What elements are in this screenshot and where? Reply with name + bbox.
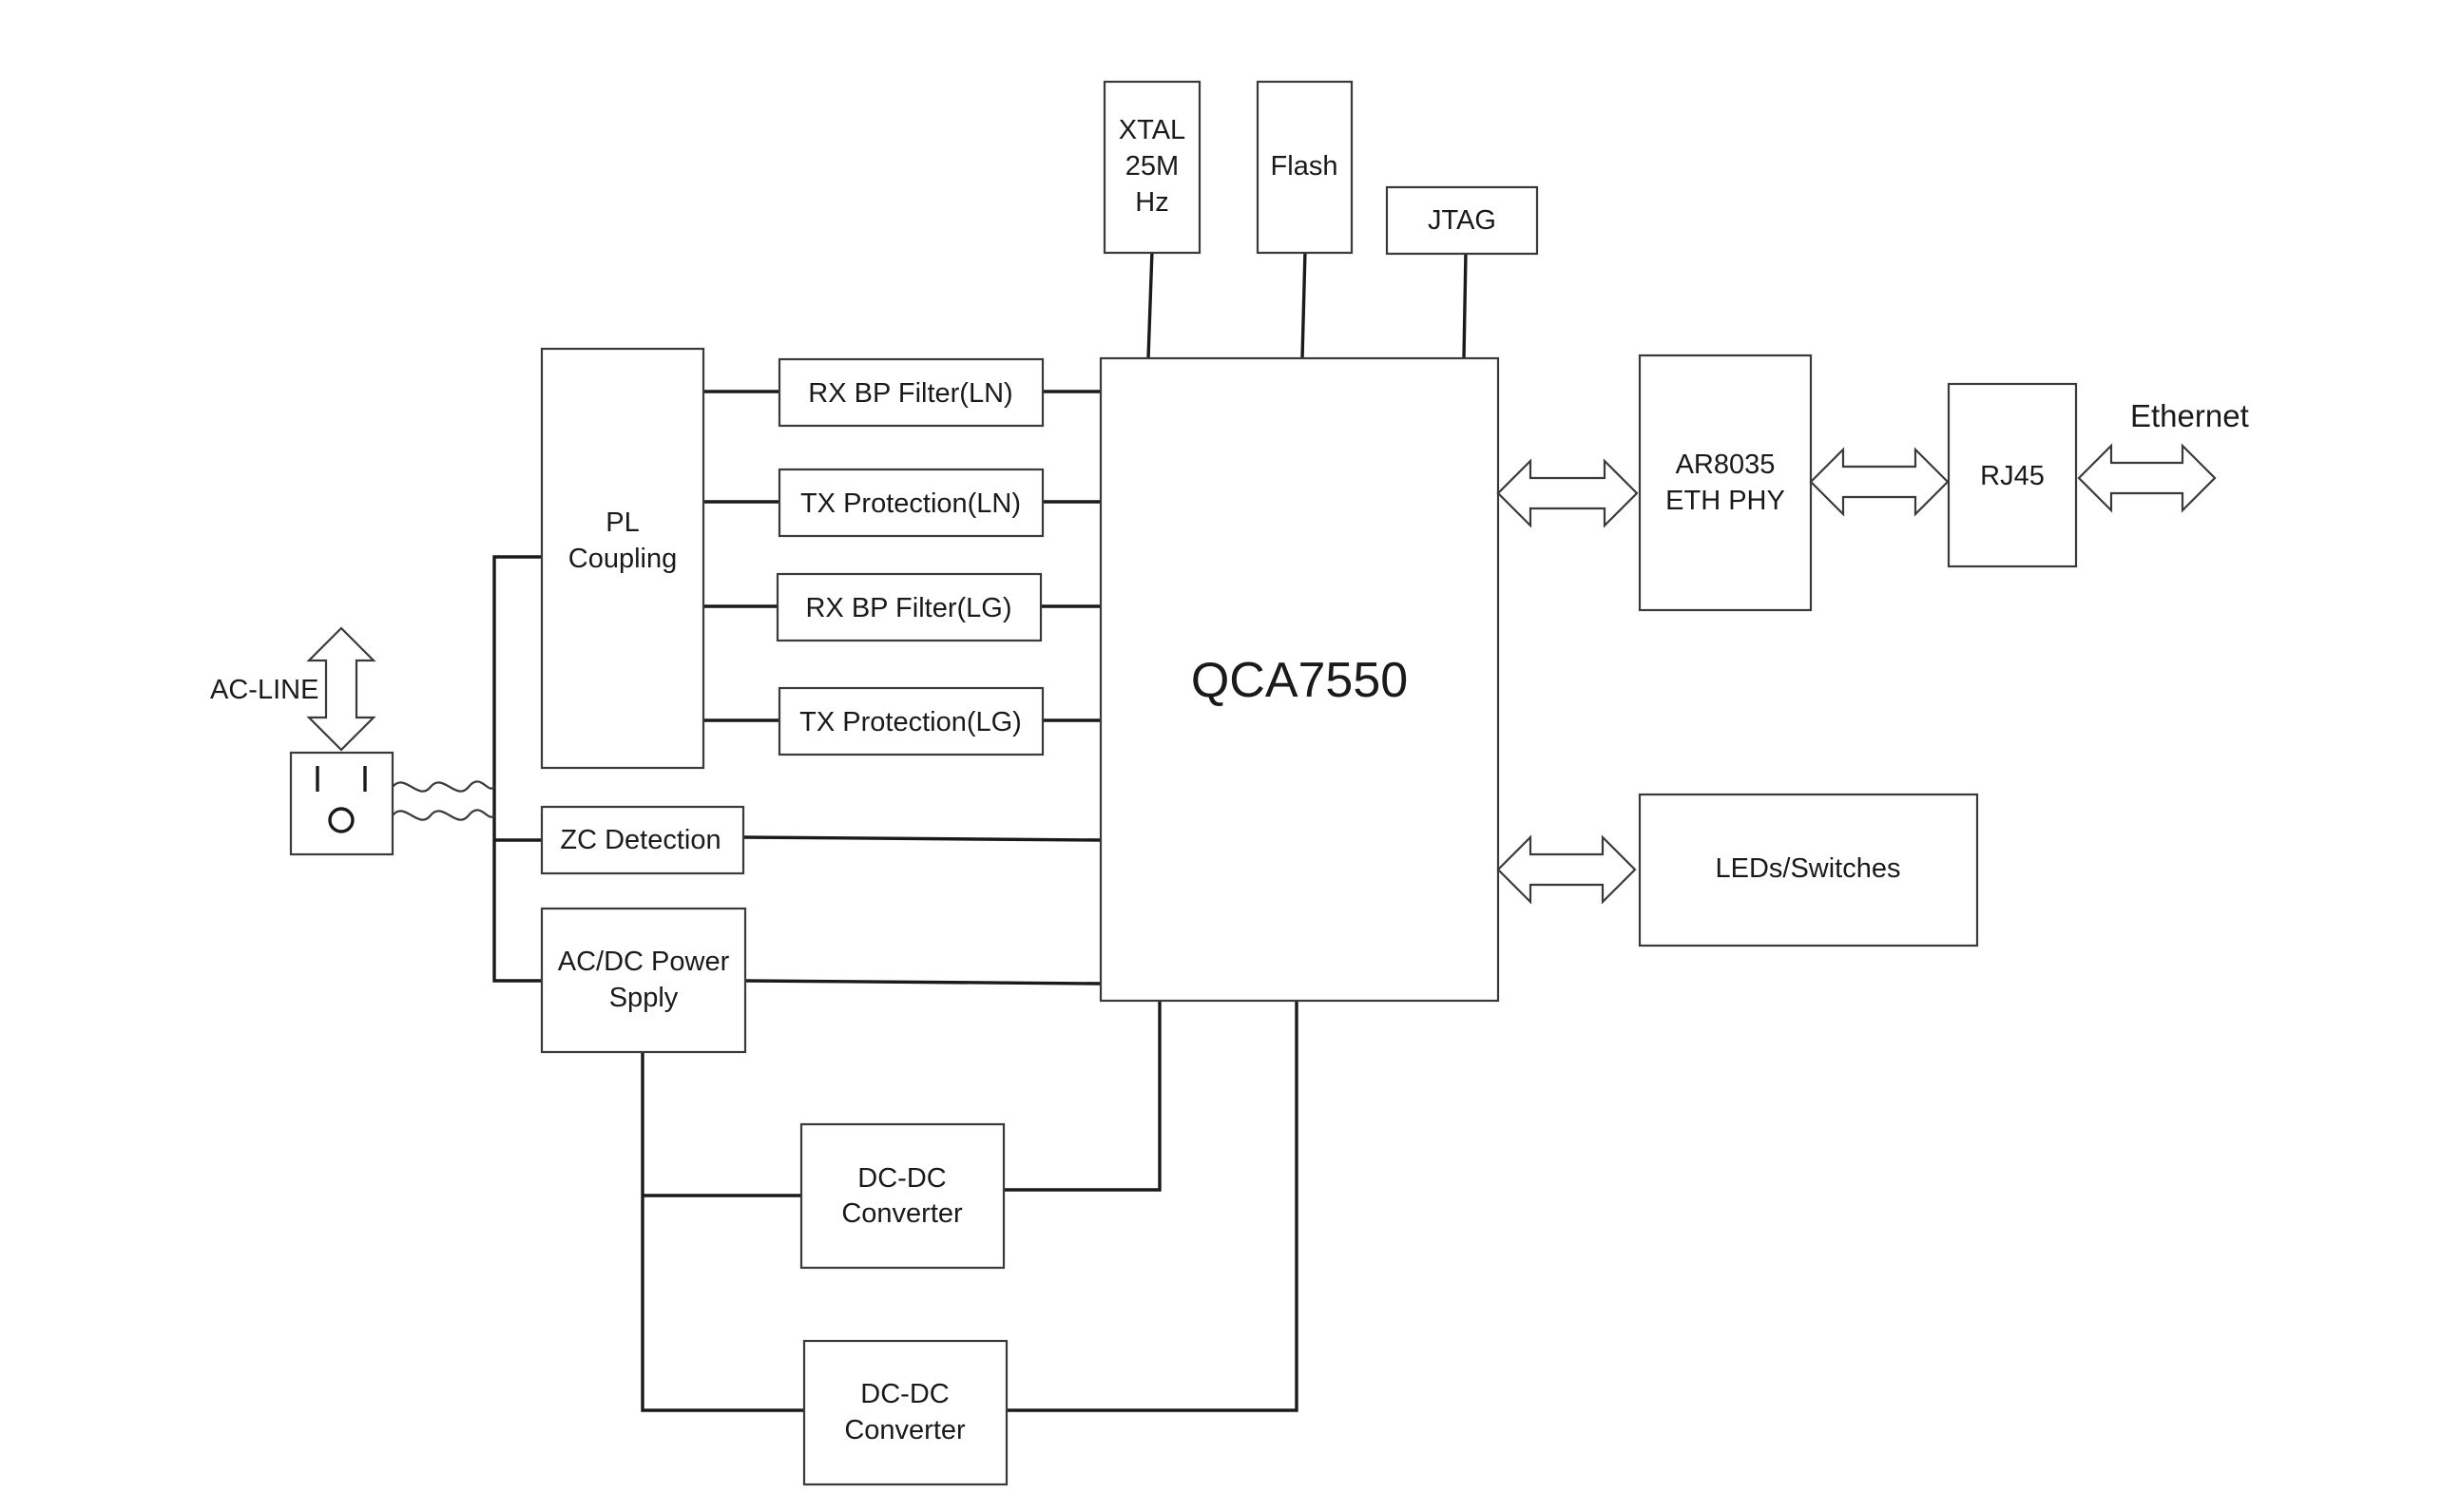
pl-coupling-label-2: Coupling xyxy=(568,544,677,574)
qca-leds-double-arrow xyxy=(1496,834,1637,905)
acdc-label-2: Spply xyxy=(609,983,679,1013)
dcdc-converter-2-block: DC-DC Converter xyxy=(802,1339,1009,1486)
pl-coupling-block: PL Coupling xyxy=(540,347,705,770)
flash-block: Flash xyxy=(1256,80,1354,255)
zc-detection-label: ZC Detection xyxy=(560,825,721,855)
xtal-label-2: 25M xyxy=(1125,151,1179,182)
connections xyxy=(492,249,1468,1412)
wire-dcdc1-qca xyxy=(1004,1000,1162,1192)
tx-protection-ln-block: TX Protection(LN) xyxy=(778,468,1045,538)
wire-xtal-qca xyxy=(1146,249,1154,359)
dcdc2-label-2: Converter xyxy=(844,1415,966,1445)
rj45-block: RJ45 xyxy=(1947,382,2078,568)
rj45-label: RJ45 xyxy=(1980,461,2045,491)
dcdc2-label-1: DC-DC xyxy=(860,1379,949,1409)
tx-protection-lg-label: TX Protection(LG) xyxy=(799,707,1022,737)
dcdc1-label-2: Converter xyxy=(841,1198,963,1229)
pl-coupling-label-1: PL xyxy=(606,507,639,538)
ar8035-label-2: ETH PHY xyxy=(1665,486,1785,516)
tx-protection-ln-label: TX Protection(LN) xyxy=(800,488,1021,519)
xtal-label-1: XTAL xyxy=(1119,115,1185,145)
qca-phy-double-arrow xyxy=(1496,458,1639,528)
ar8035-eth-phy-block: AR8035 ETH PHY xyxy=(1638,354,1813,612)
xtal-label-3: Hz xyxy=(1135,187,1168,218)
wire-flash-qca xyxy=(1300,249,1307,359)
wire-zc-qca xyxy=(742,835,1102,842)
rx-bp-filter-ln-label: RX BP Filter(LN) xyxy=(808,378,1012,409)
ethernet-label: Ethernet xyxy=(2130,398,2249,433)
rj45-ethernet-double-arrow xyxy=(2077,443,2217,513)
wire-left-bus xyxy=(492,555,542,983)
acdc-label-1: AC/DC Power xyxy=(558,947,730,977)
dcdc-converter-1-block: DC-DC Converter xyxy=(799,1122,1006,1270)
qca7550-chip: QCA7550 xyxy=(1099,356,1500,1003)
zc-detection-block: ZC Detection xyxy=(540,805,745,875)
wire-jtag-qca xyxy=(1462,251,1468,359)
ac-cable-lower xyxy=(392,809,495,821)
acdc-power-supply-block: AC/DC Power Spply xyxy=(540,907,747,1054)
qca7550-label: QCA7550 xyxy=(1191,653,1408,708)
wire-dcdc2-qca xyxy=(1007,1000,1298,1412)
flash-label: Flash xyxy=(1271,151,1338,182)
wire-acdc-qca xyxy=(744,979,1102,986)
rx-bp-filter-lg-label: RX BP Filter(LG) xyxy=(805,593,1011,623)
ac-cable-upper xyxy=(392,780,495,793)
rx-bp-filter-ln-block: RX BP Filter(LN) xyxy=(778,357,1045,428)
tx-protection-lg-block: TX Protection(LG) xyxy=(778,686,1045,756)
ac-line-label: AC-LINE xyxy=(210,675,318,705)
phy-rj45-double-arrow xyxy=(1809,447,1950,517)
leds-switches-label: LEDs/Switches xyxy=(1715,853,1900,884)
wire-acdc-dcdc2 xyxy=(641,1053,804,1412)
ac-outlet-icon xyxy=(289,751,394,856)
ar8035-label-1: AR8035 xyxy=(1676,450,1776,480)
ac-line-vertical-double-arrow xyxy=(306,626,376,752)
dcdc1-label-1: DC-DC xyxy=(857,1163,946,1194)
rx-bp-filter-lg-block: RX BP Filter(LG) xyxy=(776,572,1043,642)
jtag-block: JTAG xyxy=(1385,185,1539,256)
leds-switches-block: LEDs/Switches xyxy=(1638,793,1979,947)
xtal-block: XTAL 25M Hz xyxy=(1103,80,1202,255)
jtag-label: JTAG xyxy=(1428,205,1496,236)
